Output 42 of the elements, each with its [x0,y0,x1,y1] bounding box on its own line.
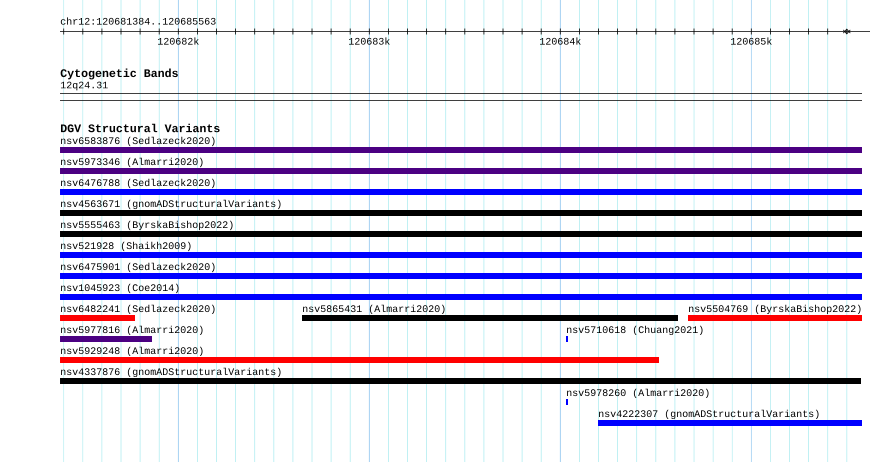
variant-bar: nsv4222307 (gnomADStructuralVariants) [598,410,862,426]
variant-bar: nsv6583876 (Sedlazeck2020) [60,136,862,153]
node-label: nsv6583876 (Sedlazeck2020) [61,136,215,146]
band-label: 12q24.31 [60,82,108,90]
node-label: nsv4222307 (gnomADStructuralVariants) [599,410,819,420]
variant-bar: nsv5555463 (ByrskaBishop2022) [60,220,862,237]
node-label: nsv5555463 (ByrskaBishop2022) [61,220,233,230]
variant-bar: nsv5710618 (Chuang2021) [566,326,703,342]
node-label: nsv5973346 (Almarri2020) [61,158,203,168]
region-label: chr12:120681384..120685563 [60,17,216,25]
node-label: nsv5929248 (Almarri2020) [61,346,203,356]
node-label: nsv5865431 (Almarri2020) [303,304,445,314]
variant-bar: nsv4563671 (gnomADStructuralVariants) [60,200,862,216]
tick-label: 120684k [540,37,581,45]
variant-bar: nsv1045923 (Coe2014) [60,284,862,300]
node-label: nsv5504769 (ByrskaBishop2022) [689,304,861,314]
variant-bar: nsv5978260 (Almarri2020) [566,388,709,405]
tick-label: 120683k [349,37,390,45]
variant-bar: nsv6482241 (Sedlazeck2020) [60,304,215,321]
track-title: Cytogenetic Bands [60,68,178,80]
node-label: nsv4337876 (gnomADStructuralVariants) [61,368,281,378]
variant-bar: nsv5973346 (Almarri2020) [60,158,862,174]
track-title: DGV Structural Variants [60,124,220,132]
variant-bar: nsv6476788 (Sedlazeck2020) [60,178,862,195]
variant-bar: nsv5504769 (ByrskaBishop2022) [688,304,862,321]
variant-bar: nsv521928 (Shaikh2009) [60,242,862,258]
variant-bar: nsv5977816 (Almarri2020) [60,326,203,342]
tick-label: 120685k [731,37,772,45]
node-label: nsv1045923 (Coe2014) [61,284,179,294]
node-label: nsv5978260 (Almarri2020) [567,388,709,398]
variant-bar: nsv5929248 (Almarri2020) [60,346,659,363]
variant-bar: nsv4337876 (gnomADStructuralVariants) [60,368,861,384]
variant-bar: nsv5865431 (Almarri2020) [302,304,678,321]
node-label: nsv5710618 (Chuang2021) [567,326,703,336]
variant-bar: nsv6475901 (Sedlazeck2020) [60,262,862,279]
node-label: nsv6482241 (Sedlazeck2020) [61,304,215,314]
tick-label: 120682k [158,37,199,45]
node-label: nsv4563671 (gnomADStructuralVariants) [61,200,281,210]
node-label: nsv521928 (Shaikh2009) [61,242,191,252]
node-label: nsv6476788 (Sedlazeck2020) [61,178,215,188]
node-label: nsv6475901 (Sedlazeck2020) [61,262,215,272]
node-label: nsv5977816 (Almarri2020) [61,326,203,336]
